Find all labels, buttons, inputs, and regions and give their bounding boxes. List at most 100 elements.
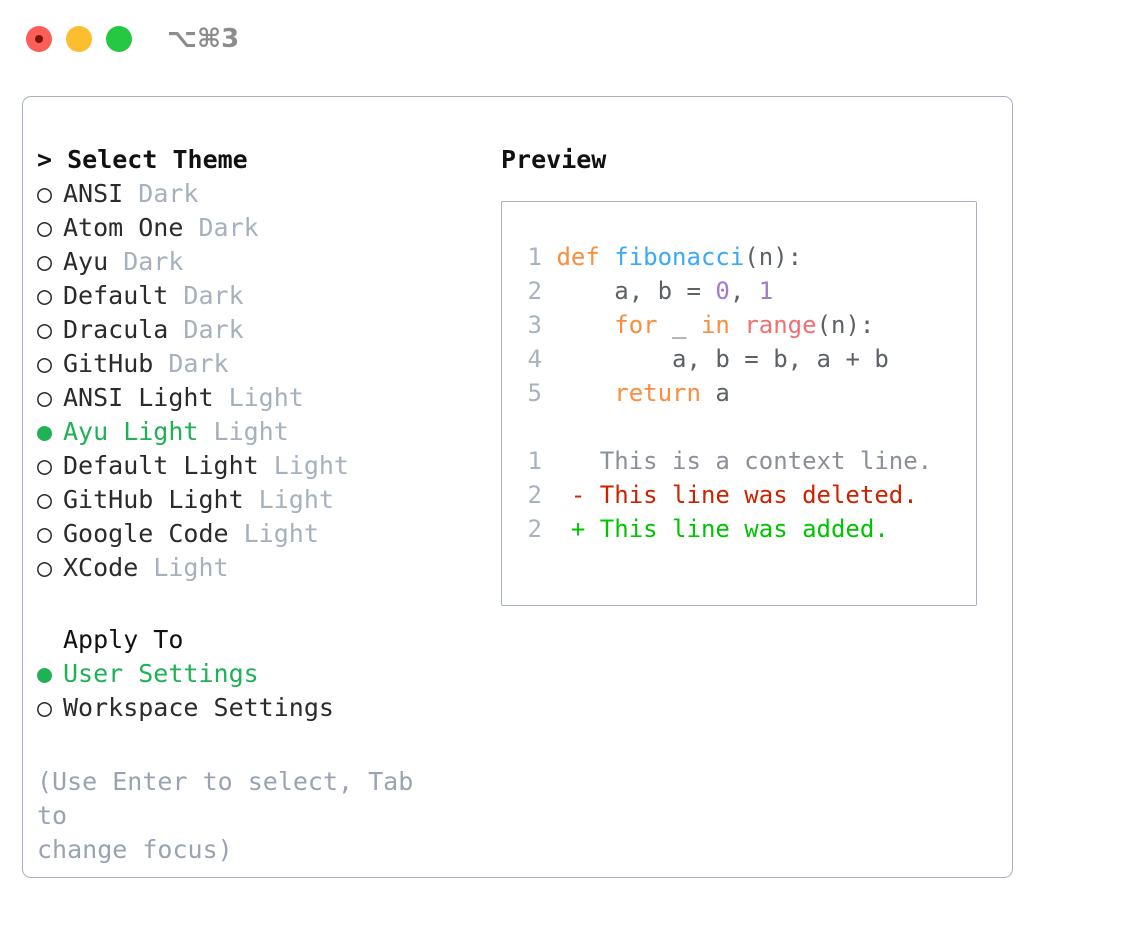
radio-unselected-icon[interactable]: ○ (37, 179, 53, 208)
apply-to-list[interactable]: ● User Settings ○Workspace Settings (37, 657, 477, 725)
diff-line-text: + This line was added. (542, 515, 889, 543)
theme-item-label: Atom One (63, 213, 199, 242)
code-token: , (729, 277, 759, 305)
code-line: 5 return a (520, 376, 976, 410)
code-gutter-space (542, 243, 556, 271)
code-token: range (744, 311, 817, 339)
theme-item-variant-tag: Light (243, 519, 319, 548)
code-token (556, 379, 614, 407)
code-line-number: 2 (527, 277, 542, 305)
radio-unselected-icon[interactable]: ○ (37, 213, 53, 242)
theme-item-label: Default (63, 281, 184, 310)
theme-item-variant-tag: Light (258, 485, 334, 514)
theme-item-google-code[interactable]: ○ Google Code Light (37, 517, 477, 551)
radio-unselected-icon[interactable]: ○ (37, 349, 53, 378)
radio-unselected-icon[interactable]: ○ (37, 485, 53, 514)
theme-item-label: GitHub (63, 349, 169, 378)
theme-item-variant-tag: Dark (138, 179, 199, 208)
theme-item-github[interactable]: ○ GitHub Dark (37, 347, 477, 381)
theme-item-label: Default Light (63, 451, 274, 480)
code-token: (n): (744, 243, 803, 271)
theme-item-ansi-light[interactable]: ○ANSI Light Light (37, 381, 477, 415)
radio-unselected-icon[interactable]: ○ (37, 451, 53, 480)
theme-item-label: Ayu Light (63, 417, 214, 446)
diff-line-number: 1 (527, 447, 542, 475)
code-gutter-space (542, 277, 556, 305)
theme-item-variant-tag: Dark (168, 349, 229, 378)
code-token: fibonacci (614, 243, 745, 271)
theme-item-xcode[interactable]: ○ XCode Light (37, 551, 477, 585)
code-line: 3 for _ in range(n): (520, 308, 976, 342)
diff-sample: 1 This is a context line.2 - This line w… (520, 444, 976, 546)
code-token: a, b = b, a + b (556, 345, 889, 373)
code-token: a, b = (556, 277, 716, 305)
theme-item-variant-tag: Dark (183, 315, 244, 344)
theme-item-variant-tag: Light (213, 417, 289, 446)
code-line: 1 def fibonacci(n): (520, 240, 976, 274)
theme-item-variant-tag: Dark (123, 247, 184, 276)
apply-to-section: Apply To ●User Settings○Workspace Settin… (37, 623, 477, 725)
code-token: return (614, 379, 701, 407)
minimize-window-button[interactable] (66, 26, 92, 52)
apply-to-item-user-settings[interactable]: ● User Settings (37, 657, 477, 691)
code-line: 4 a, b = b, a + b (520, 342, 976, 376)
theme-item-label: Ayu (63, 247, 124, 276)
radio-unselected-icon[interactable]: ○ (37, 281, 53, 310)
title-bar: ⌥⌘3 (0, 0, 1140, 78)
theme-item-github-light[interactable]: ○ GitHub Light Light (37, 483, 477, 517)
theme-item-atom-one[interactable]: ○Atom One Dark (37, 211, 477, 245)
preview-heading: Preview (501, 145, 607, 174)
radio-unselected-icon[interactable]: ○ (37, 693, 53, 722)
diff-line-del: 2 - This line was deleted. (520, 478, 976, 512)
close-icon (35, 35, 43, 43)
code-line: 2 a, b = 0, 1 (520, 274, 976, 308)
theme-item-label: GitHub Light (63, 485, 259, 514)
radio-unselected-icon[interactable]: ○ (37, 247, 53, 276)
radio-unselected-icon[interactable]: ○ (37, 553, 53, 582)
code-line-number: 1 (527, 243, 542, 271)
theme-item-default-light[interactable]: ○ Default Light Light (37, 449, 477, 483)
theme-item-variant-tag: Dark (183, 281, 244, 310)
theme-item-ansi[interactable]: ○ANSI Dark (37, 177, 477, 211)
main-panel: > Select Theme ○ANSI Dark○Atom One Dark○… (22, 96, 1013, 878)
code-token: a (700, 379, 730, 407)
theme-item-variant-tag: Light (273, 451, 349, 480)
theme-item-ayu[interactable]: ○ Ayu Dark (37, 245, 477, 279)
theme-item-variant-tag: Light (153, 553, 229, 582)
keyboard-shortcut-label: ⌥⌘3 (167, 24, 240, 54)
code-token: _ (657, 311, 701, 339)
theme-picker-column: > Select Theme ○ANSI Dark○Atom One Dark○… (37, 143, 477, 867)
theme-item-label: XCode (63, 553, 154, 582)
code-token: (n): (816, 311, 875, 339)
code-token (730, 311, 744, 339)
help-text: (Use Enter to select, Tab to change focu… (37, 767, 414, 864)
code-line-number: 5 (527, 379, 542, 407)
diff-line-ctx: 1 This is a context line. (520, 444, 976, 478)
diff-line-number: 2 (527, 481, 542, 509)
preview-column: Preview 1 def fibonacci(n):2 a, b = 0, 1… (501, 143, 1001, 606)
radio-unselected-icon[interactable]: ○ (37, 519, 53, 548)
theme-item-ayu-light[interactable]: ● Ayu Light Light (37, 415, 477, 449)
theme-item-default[interactable]: ○ Default Dark (37, 279, 477, 313)
diff-line-add: 2 + This line was added. (520, 512, 976, 546)
theme-item-label: Google Code (63, 519, 244, 548)
code-line-number: 3 (527, 311, 542, 339)
code-token: 1 (758, 277, 774, 305)
apply-to-item-label: User Settings (63, 659, 259, 688)
apply-to-item-workspace-settings[interactable]: ○Workspace Settings (37, 691, 477, 725)
code-token: for (614, 311, 658, 339)
theme-item-variant-tag: Light (228, 383, 304, 412)
maximize-window-button[interactable] (106, 26, 132, 52)
radio-unselected-icon[interactable]: ○ (37, 383, 53, 412)
radio-selected-icon[interactable]: ● (37, 659, 53, 688)
radio-selected-icon[interactable]: ● (37, 417, 53, 446)
code-token (556, 311, 614, 339)
theme-item-dracula[interactable]: ○Dracula Dark (37, 313, 477, 347)
code-token: 0 (715, 277, 730, 305)
theme-list[interactable]: ○ANSI Dark○Atom One Dark○Ayu Dark○Defaul… (37, 177, 477, 585)
select-theme-heading: > Select Theme (37, 145, 248, 174)
radio-unselected-icon[interactable]: ○ (37, 315, 53, 344)
